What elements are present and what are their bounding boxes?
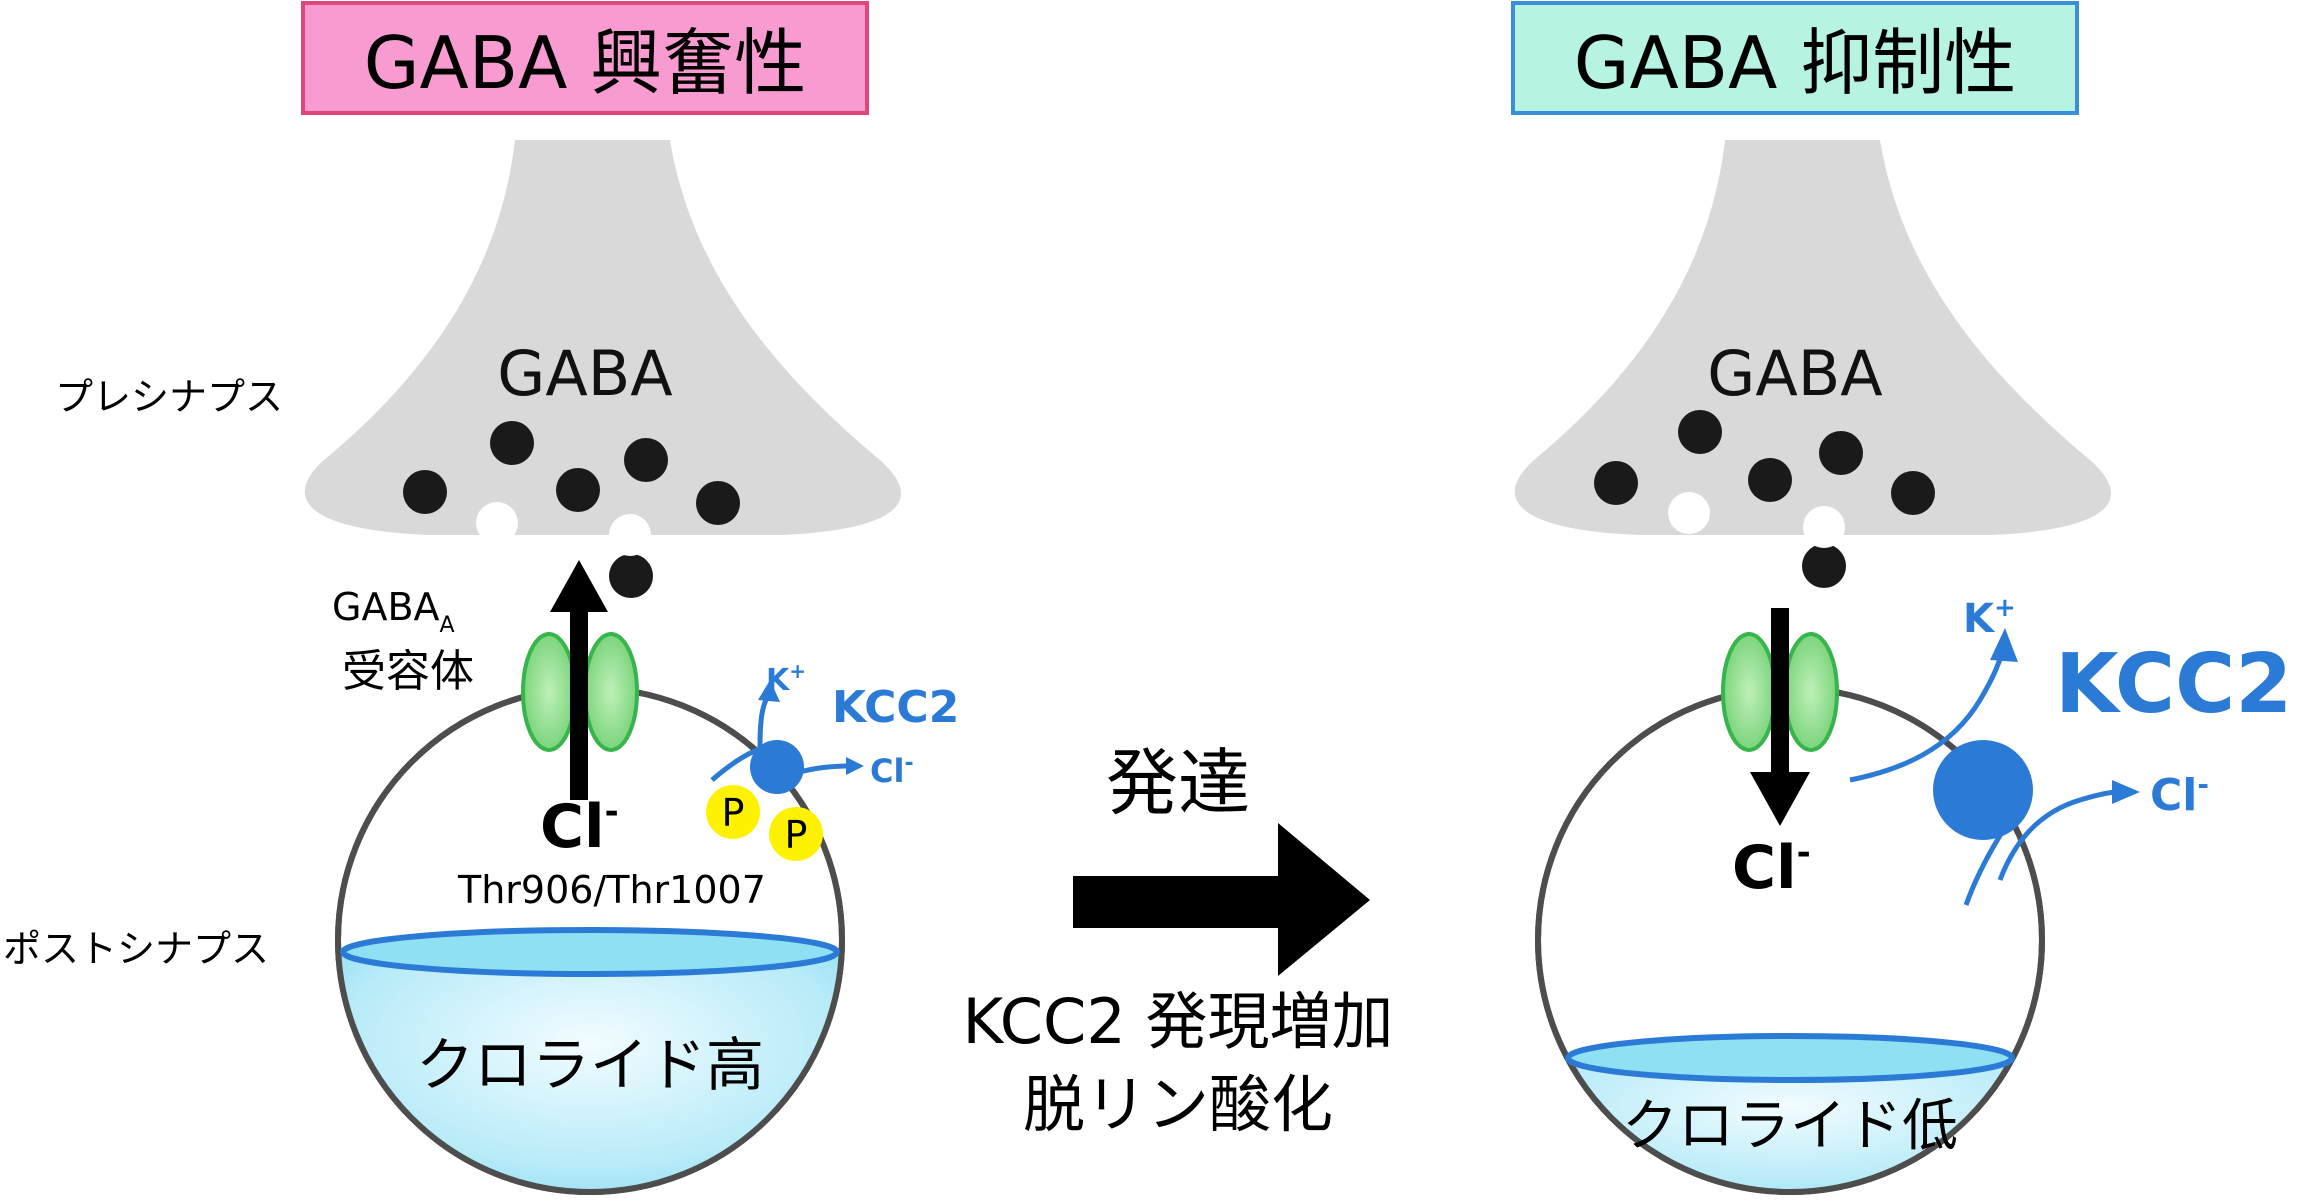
kcc2-icon (1933, 740, 2033, 840)
release-site (476, 502, 518, 544)
presynapse-terminal-right (1514, 140, 2111, 535)
gaba-label-left: GABA (497, 337, 672, 410)
excitatory-title-box (301, 1, 869, 115)
cl-ion-label-left: Cl- (540, 792, 619, 862)
inhibitory-panel: GABA 抑制性 GABA クロライド低 Cl- (1511, 1, 2292, 1195)
svg-text:GABAA: GABAA (332, 585, 455, 638)
cl-ion-label-right: Cl- (1732, 833, 1811, 903)
vesicle (609, 554, 653, 598)
receptor-label-main: GABA (332, 585, 440, 629)
thr-sites-label: Thr906/Thr1007 (457, 868, 766, 912)
receptor-subunit (1783, 632, 1839, 752)
receptor-label-line2: 受容体 (342, 646, 474, 697)
development-transition: 発達 KCC2 発現増加 脱リン酸化 (962, 741, 1393, 1141)
receptor-subunit (521, 632, 577, 752)
presynapse-label: プレシナプス (55, 375, 283, 419)
vesicle (1819, 431, 1863, 475)
vesicle (1748, 458, 1792, 502)
presynapse-terminal-left (304, 140, 901, 535)
receptor-subunit (583, 632, 639, 752)
k-ion-label-right: K+ (1963, 593, 2016, 642)
release-site (1668, 492, 1710, 534)
cl-small-label-left: Cl- (870, 751, 914, 790)
chloride-high-label: クロライド高 (416, 1031, 764, 1099)
vesicle (403, 470, 447, 514)
chloride-fluid-surface-left (340, 927, 840, 977)
chloride-fluid-surface-right (1565, 1033, 2015, 1083)
kcc2-label-left: KCC2 (832, 682, 959, 733)
phospho-icon (706, 785, 760, 839)
postsynapse-label: ポストシナプス (3, 927, 269, 971)
release-site (609, 514, 651, 556)
k-ion-label-left: K+ (766, 659, 806, 698)
kcc2-transporter-left: P P (706, 680, 864, 861)
receptor-subunit (1721, 632, 1777, 752)
vesicle (1891, 471, 1935, 515)
gaba-label-right: GABA (1707, 337, 1882, 410)
phospho-icon (769, 807, 823, 861)
phospho-label: P (785, 813, 808, 857)
development-arrow-icon (1073, 823, 1370, 976)
vesicle (696, 481, 740, 525)
receptor-label-sub: A (440, 613, 455, 638)
vesicle-release-sites-left (476, 502, 651, 556)
kcc2-expression-caption: KCC2 発現増加 (962, 985, 1393, 1058)
chloride-low-label: クロライド低 (1622, 1094, 1958, 1159)
vesicle (1802, 544, 1846, 588)
gaba-vesicles-left (403, 421, 740, 598)
gaba-a-receptor-left (521, 632, 639, 752)
release-site (1803, 506, 1845, 548)
vesicle (556, 468, 600, 512)
vesicle (624, 438, 668, 482)
vesicle-release-sites-right (1668, 492, 1845, 548)
excitatory-title: GABA 興奮性 (364, 21, 807, 105)
development-label: 発達 (1106, 741, 1250, 825)
gaba-vesicles-right (1594, 410, 1935, 588)
vesicle (490, 421, 534, 465)
cl-influx-arrow (1750, 608, 1810, 826)
receptor-label-left: GABAA 受容体 (332, 585, 474, 697)
kcc2-icon (750, 740, 804, 794)
excitatory-panel: GABA 興奮性 GABA プレシナプス クロライド高 ポストシナプス (3, 1, 959, 1195)
inhibitory-title-box (1511, 1, 2079, 115)
cl-efflux-arrow (550, 560, 608, 800)
vesicle (1594, 461, 1638, 505)
inhibitory-title: GABA 抑制性 (1574, 21, 2017, 105)
dephosphorylation-caption: 脱リン酸化 (1023, 1068, 1333, 1141)
cl-small-label-right: Cl- (2150, 768, 2209, 821)
vesicle (1678, 410, 1722, 454)
kcc2-transporter-right (1849, 628, 2140, 906)
kcc2-label-right: KCC2 (2055, 637, 2292, 732)
phospho-label: P (722, 791, 745, 835)
